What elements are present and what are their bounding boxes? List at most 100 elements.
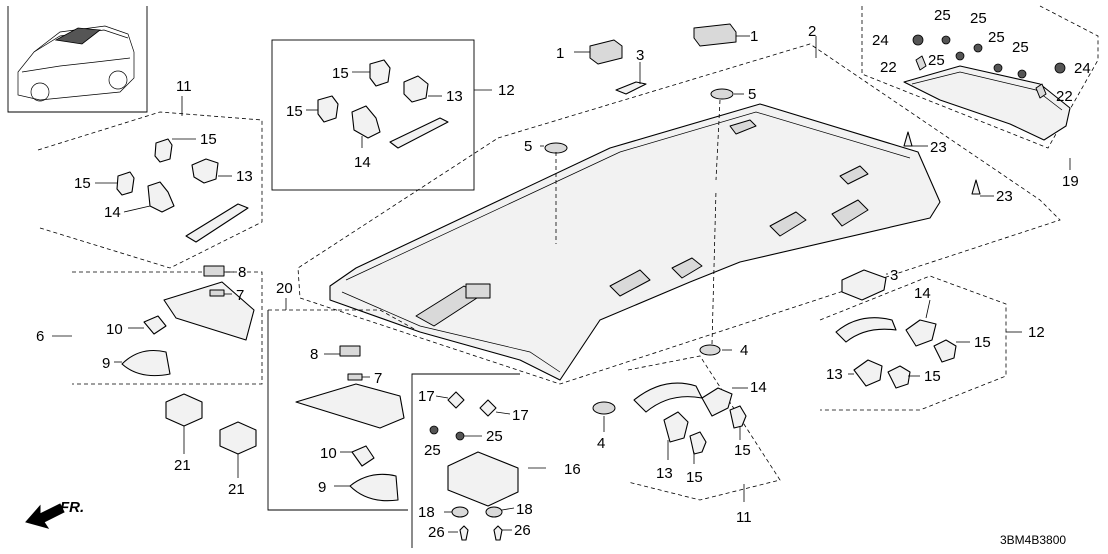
clip-part-15 (369, 59, 391, 87)
callout-label: 4 (597, 435, 605, 452)
callout-label: 17 (512, 407, 529, 424)
clip-part-24 (912, 34, 924, 46)
holder-part-10 (351, 445, 375, 467)
mirror-part-7 (347, 373, 363, 381)
callout-label: 25 (934, 7, 951, 24)
callout-label: 24 (872, 32, 889, 49)
callout-label: 15 (200, 131, 217, 148)
grab-handle-part (835, 317, 897, 343)
group-11-left (37, 96, 263, 269)
group-11-lower (627, 355, 781, 502)
vent-opening (769, 211, 807, 237)
callout-label: 10 (106, 321, 123, 338)
lamp-part-21 (219, 421, 257, 455)
callout-label: 25 (424, 442, 441, 459)
headliner-panel (329, 103, 941, 381)
group-12-right (819, 269, 1022, 411)
callout-label: 15 (924, 368, 941, 385)
holder-part-14 (147, 181, 175, 213)
clip-part-15 (116, 171, 135, 196)
callout-label: 8 (310, 346, 318, 363)
group-20-sunvisor (267, 298, 417, 511)
pad-part-5 (710, 88, 734, 100)
callout-label: 26 (428, 524, 445, 541)
callout-label: 9 (102, 355, 110, 372)
callout-label: 14 (914, 285, 931, 302)
callout-label: 25 (486, 428, 503, 445)
clip-part-15 (729, 405, 747, 429)
pad-part-4 (699, 344, 721, 356)
pad-part-5 (544, 142, 568, 154)
holder-part-13 (853, 359, 883, 387)
cover-part-3 (841, 269, 887, 301)
sunvisor-part (163, 281, 255, 341)
clip-part-22 (915, 55, 927, 71)
callout-labels: 1 1 2 3 3 4 4 5 5 6 7 7 8 8 9 9 10 10 11… (36, 7, 1091, 541)
group-12-top (271, 39, 492, 191)
clip-part-24 (1054, 62, 1066, 74)
holder-part-9 (349, 473, 399, 502)
callout-label: 25 (928, 52, 945, 69)
clip-part-25 (455, 431, 465, 441)
group-19-rear-trim (861, 5, 1099, 170)
clip-part-17 (479, 399, 497, 417)
callout-label: 18 (418, 504, 435, 521)
callout-label: 20 (276, 280, 293, 297)
lamp-part-1 (589, 39, 623, 65)
clip-part-25 (993, 63, 1003, 73)
callout-label: 2 (808, 23, 816, 40)
clip-part-15 (887, 365, 911, 389)
callout-label: 11 (176, 78, 192, 95)
clip-part-22 (1035, 83, 1047, 99)
clip-part-25 (429, 425, 439, 435)
callout-label: 17 (418, 388, 435, 405)
headliner-group (297, 36, 1061, 385)
bolt-part-23 (971, 179, 981, 195)
screw-part-26 (459, 525, 469, 541)
callout-label: 18 (516, 501, 533, 518)
lamp-opening (671, 257, 703, 279)
callout-label: 8 (238, 264, 246, 281)
vehicle-locator (7, 6, 148, 113)
callout-label: 14 (104, 204, 121, 221)
clip-part-15 (154, 138, 173, 163)
callout-label: 25 (1012, 39, 1029, 56)
callout-label: 15 (686, 469, 703, 486)
callout-label: 26 (514, 522, 531, 539)
callout-label: 25 (988, 29, 1005, 46)
callout-label: 24 (1074, 60, 1091, 77)
holder-part-9 (121, 349, 171, 377)
bolt-part-23 (903, 131, 913, 147)
mirror-part-7 (209, 289, 225, 297)
callout-label: 5 (524, 138, 532, 155)
callout-label: 9 (318, 479, 326, 496)
callout-label: 3 (890, 267, 898, 284)
room-lamp-parts (574, 23, 750, 95)
grab-handle-part (389, 117, 449, 149)
callout-label: 22 (1056, 88, 1073, 105)
clip-part-15 (933, 339, 957, 363)
sunvisor-part (295, 383, 405, 429)
grab-handle-part (185, 203, 249, 243)
holder-part-13 (663, 411, 689, 443)
front-arrow-icon (25, 503, 65, 529)
callout-label: 23 (930, 139, 947, 156)
vent-opening (831, 199, 869, 227)
group-16-lamp (411, 373, 546, 548)
cover-part-3 (615, 81, 647, 95)
callout-label: 6 (36, 328, 44, 345)
callout-label: 15 (734, 442, 751, 459)
label-part-8 (203, 265, 225, 277)
holder-part-13 (191, 158, 219, 184)
screw-part-26 (493, 525, 503, 541)
callout-label: 1 (750, 28, 758, 45)
grab-handle-part (633, 382, 703, 413)
callout-label: 1 (556, 45, 564, 62)
holder-part-10 (143, 315, 167, 335)
callout-label: 22 (880, 59, 897, 76)
callout-label: 25 (970, 10, 987, 27)
callout-label: 15 (332, 65, 349, 82)
callout-label: 12 (498, 82, 515, 99)
callout-label: 3 (636, 47, 644, 64)
